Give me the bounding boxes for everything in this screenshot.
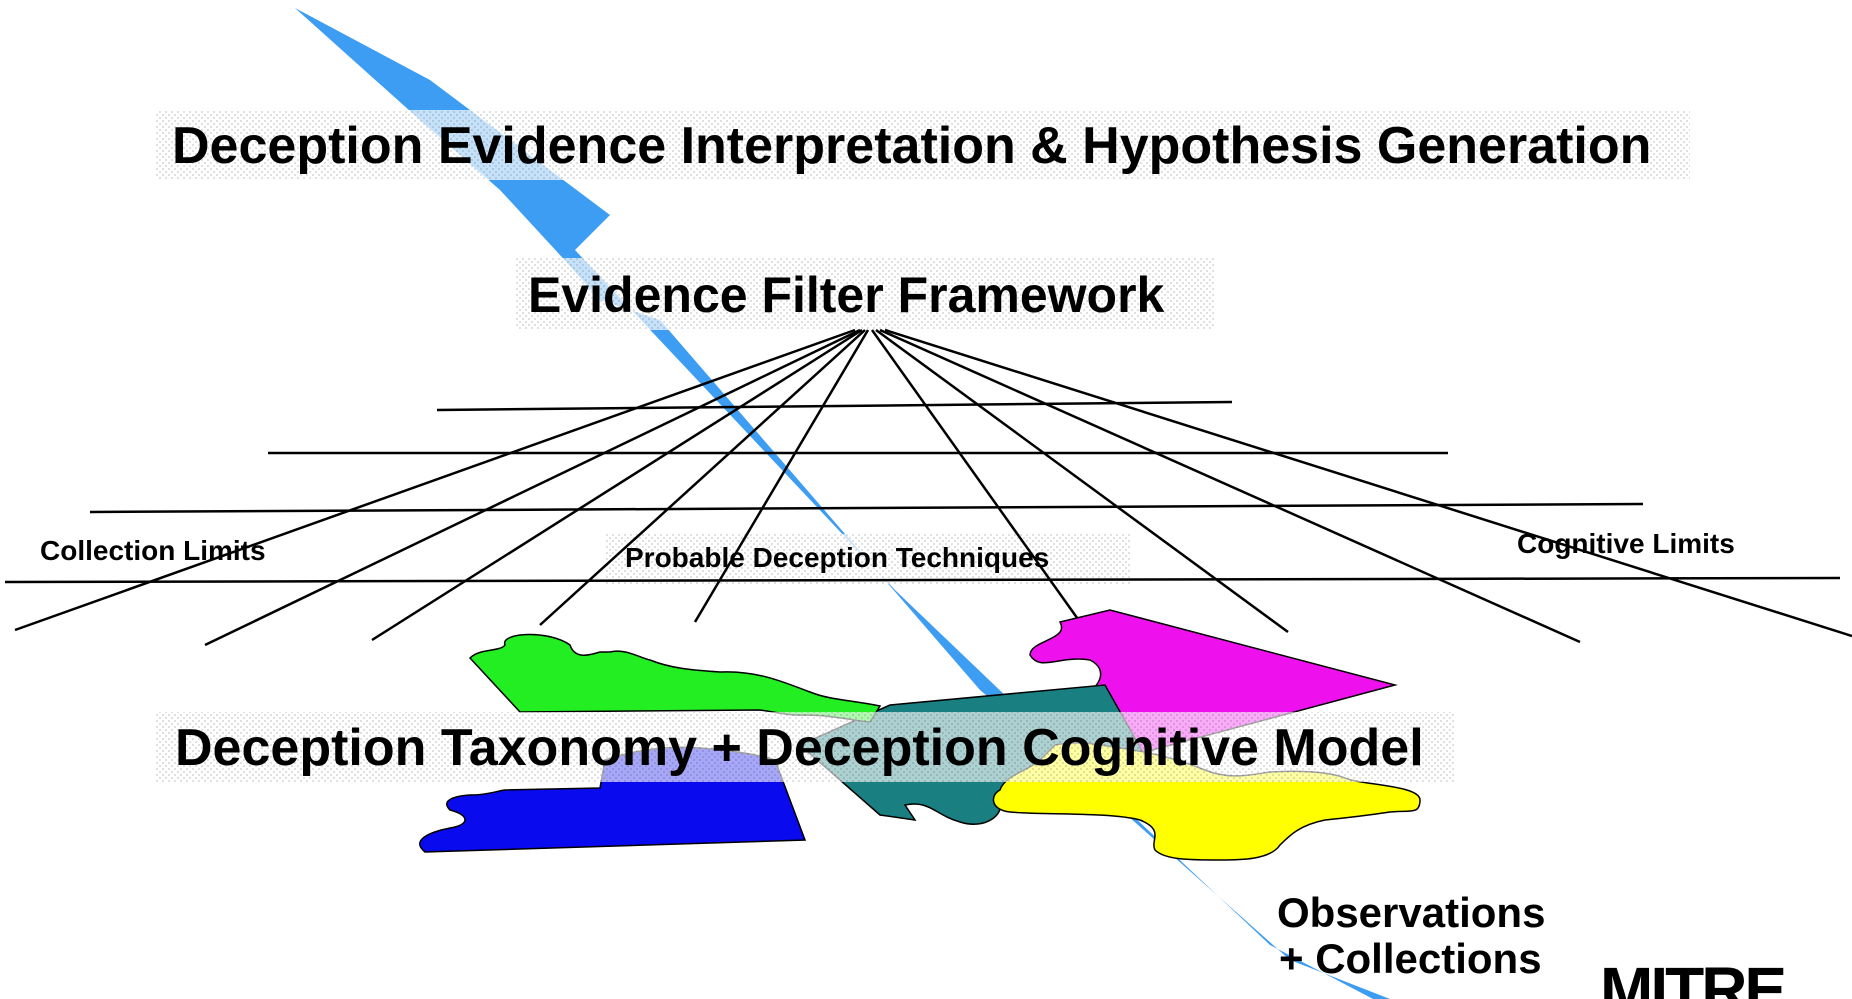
- observations-label: Observations: [1277, 889, 1545, 936]
- main-title: Deception Evidence Interpretation & Hypo…: [172, 117, 1651, 175]
- collections-label: + Collections: [1279, 935, 1542, 982]
- radiating-lines: [14, 328, 1852, 647]
- filter-framework-title: Evidence Filter Framework: [528, 267, 1165, 323]
- arrow-shape: [295, 8, 1390, 999]
- model-title: Deception Taxonomy + Deception Cognitive…: [175, 719, 1424, 777]
- deception-techniques-label: Probable Deception Techniques: [625, 542, 1049, 573]
- label-backgrounds: [20, 110, 1780, 584]
- green-puzzle-piece: [468, 633, 882, 723]
- cognitive-limits-label: Cognitive Limits: [1517, 528, 1735, 559]
- mitre-logo: MITRE: [1600, 954, 1785, 999]
- collection-limits-label: Collection Limits: [40, 535, 266, 566]
- diagonal-arrow: [295, 8, 1390, 999]
